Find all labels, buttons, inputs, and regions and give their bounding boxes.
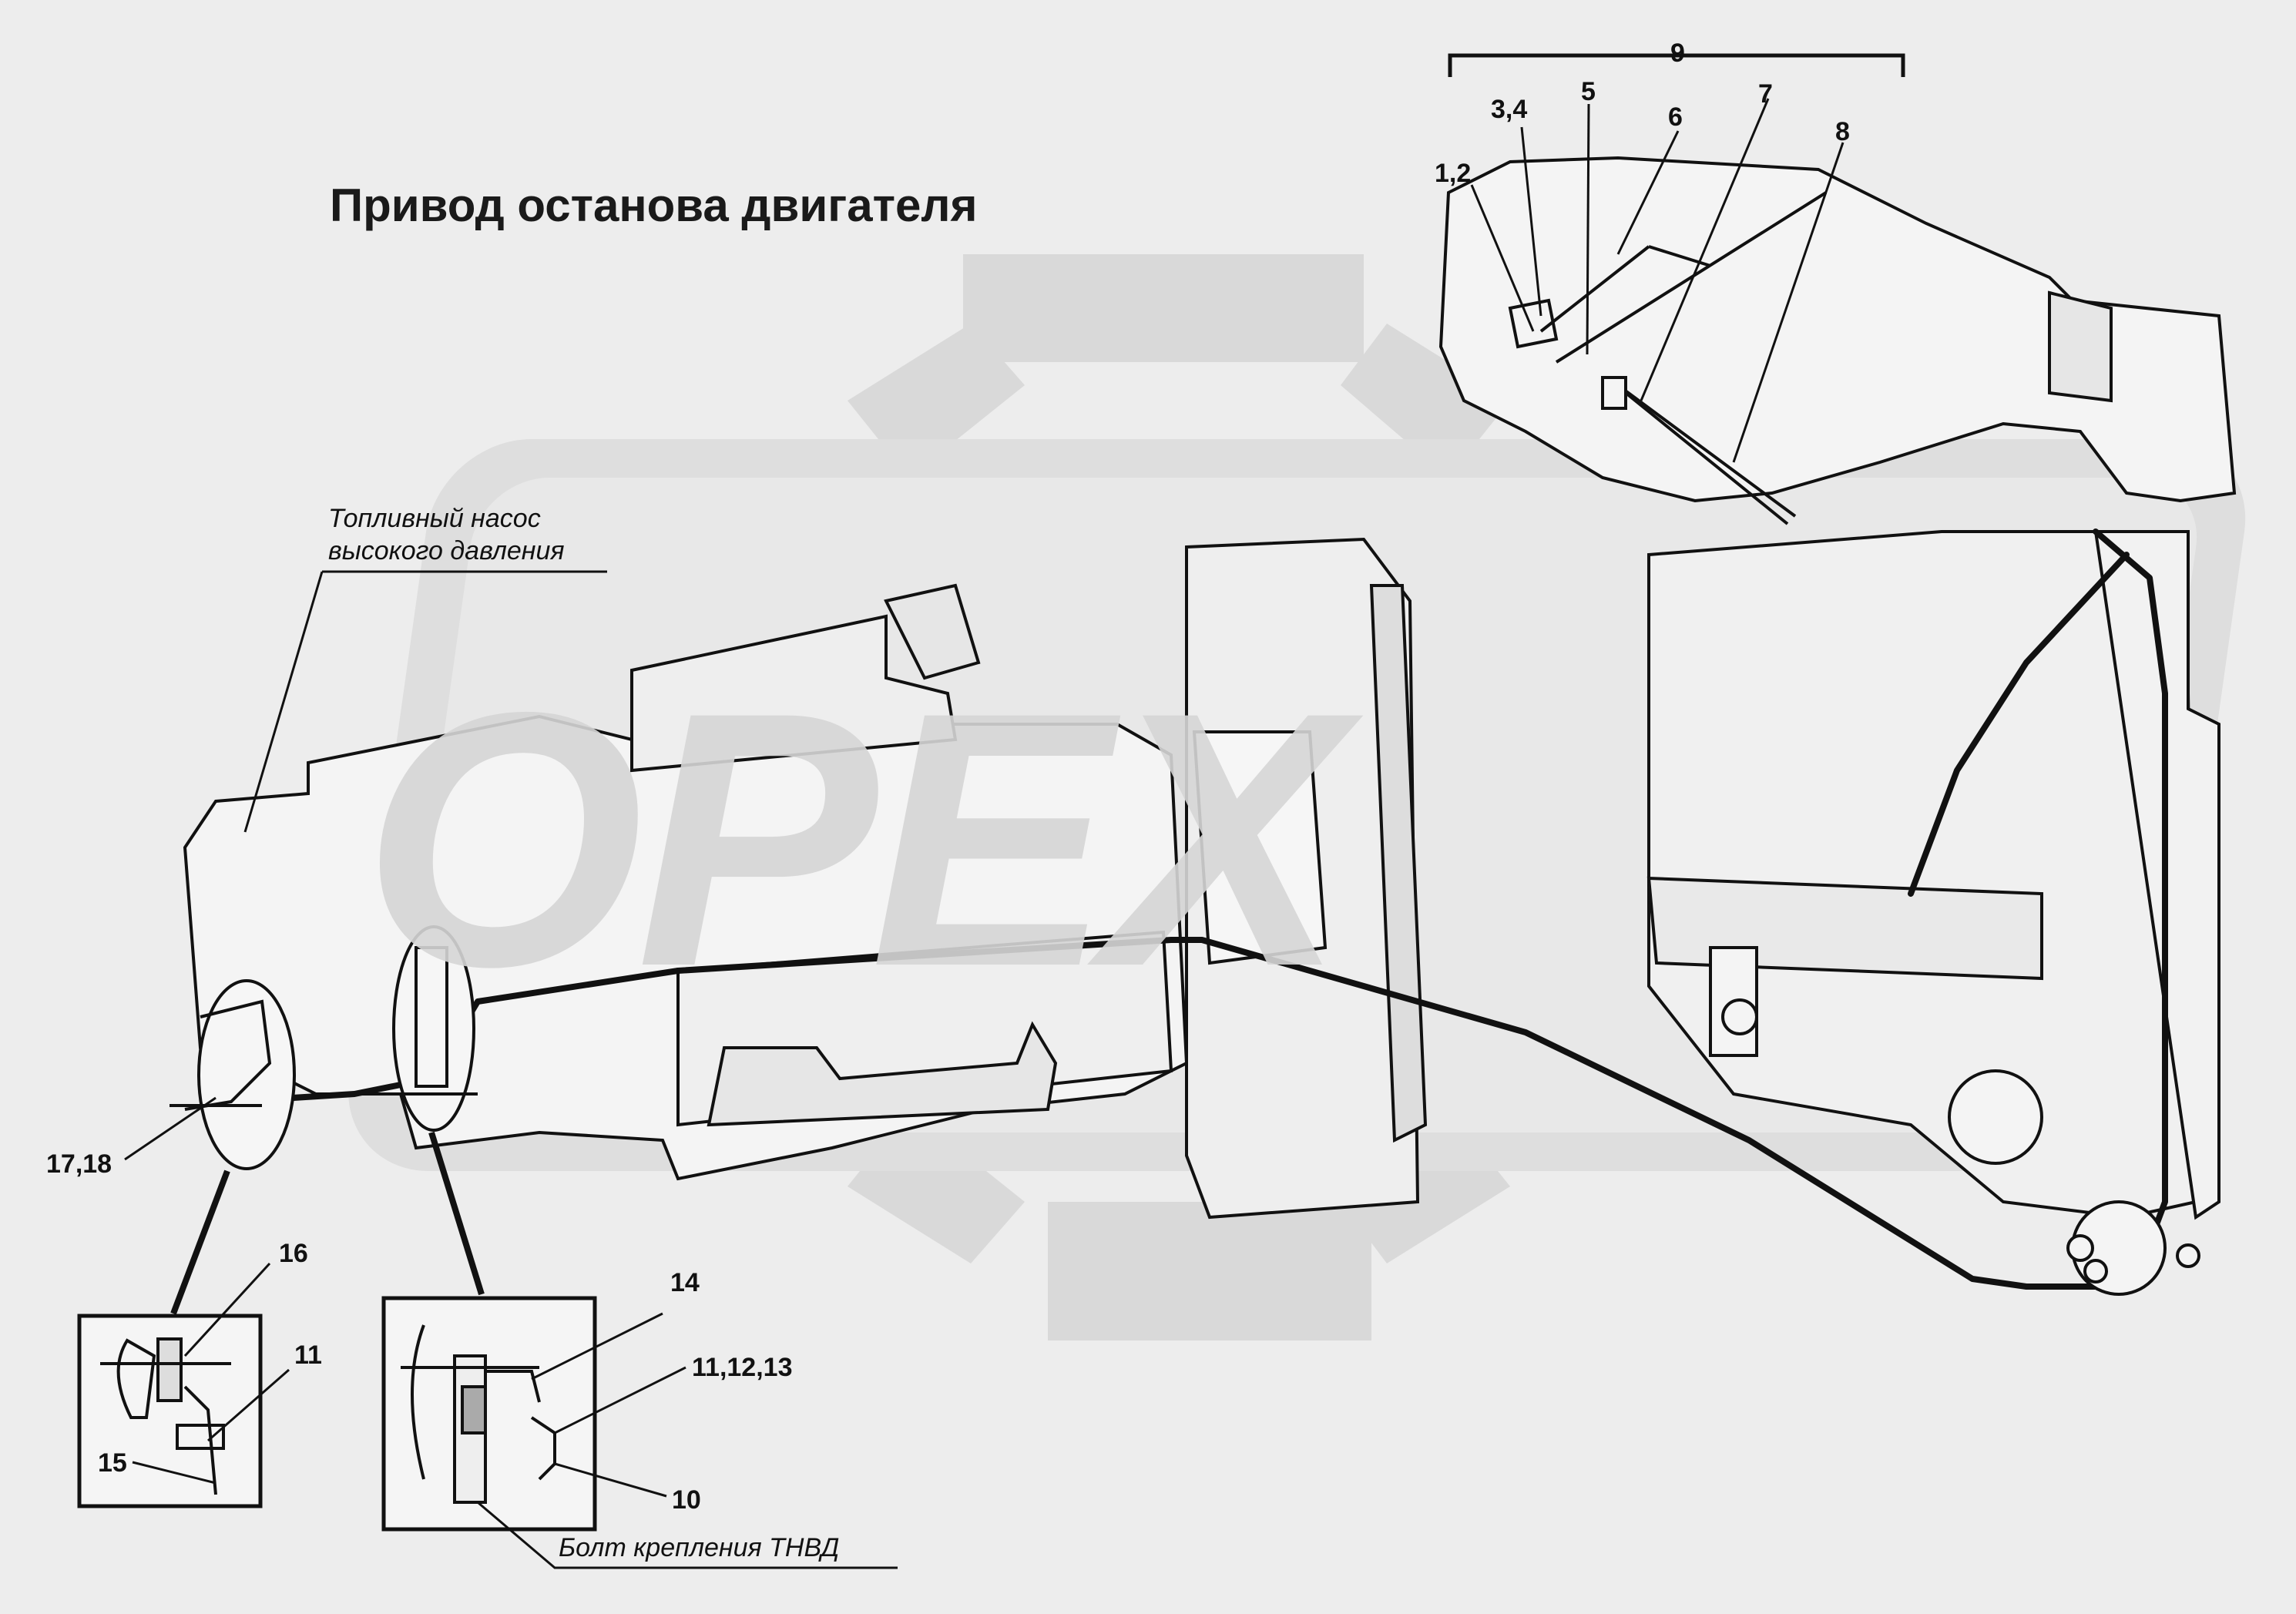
pivot-lever [2066, 1200, 2200, 1296]
bolt-label: Болт крепления ТНВД [559, 1533, 840, 1562]
page-title: Привод останова двигателя [330, 180, 978, 231]
fuel-pump-leader [243, 570, 607, 833]
fuel-pump-label-line2: высокого давления [328, 536, 565, 565]
detail-connectors [170, 1131, 485, 1315]
detail-box-right [381, 1296, 597, 1532]
callout-1-2: 1,2 [1435, 159, 1472, 188]
detail-ellipses [197, 925, 475, 1170]
callout-15: 15 [98, 1448, 127, 1478]
leader-lines-top [1470, 98, 1845, 463]
leader-lines-left-box [132, 1262, 290, 1485]
callout-9: 9 [1670, 39, 1685, 68]
callout-3-4: 3,4 [1491, 95, 1528, 124]
detail-ellipse-contents [170, 946, 478, 1111]
callout-11-left: 11 [294, 1341, 322, 1370]
engine-top-assembly [1438, 156, 2237, 525]
callout-14: 14 [670, 1268, 700, 1297]
dimension-bracket-9 [1448, 53, 1905, 77]
fuel-pump-label: Топливный насос высокого давления [328, 502, 565, 567]
callout-6: 6 [1668, 102, 1683, 132]
watermark-text: ОРЕХ [362, 637, 1345, 1042]
callout-7: 7 [1758, 79, 1773, 109]
detail-box-left-contents [100, 1337, 231, 1495]
leader-lines-right-box [477, 1312, 898, 1569]
callout-17-18: 17,18 [46, 1149, 112, 1179]
callout-5: 5 [1581, 77, 1596, 106]
callout-16: 16 [279, 1239, 308, 1268]
fuel-pump-label-line1: Топливный насос [328, 504, 541, 533]
callout-10: 10 [672, 1485, 701, 1515]
detail-box-right-contents [401, 1324, 556, 1504]
callout-17-18-leader [124, 1096, 217, 1161]
callout-11-12-13: 11,12,13 [692, 1353, 793, 1382]
callout-8: 8 [1835, 117, 1850, 146]
